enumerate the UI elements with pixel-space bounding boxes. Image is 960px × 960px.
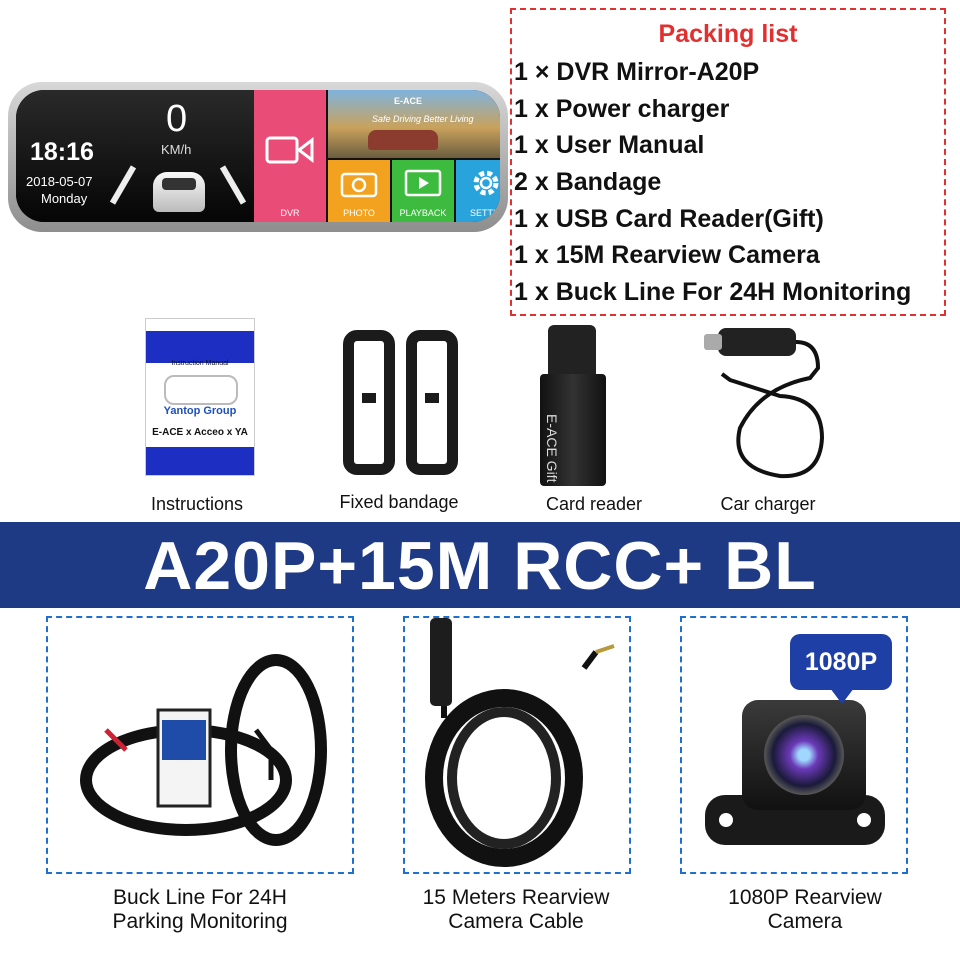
product-label-buck-line: Buck Line For 24H Parking Monitoring [60,886,340,934]
product-label-line: Buck Line For 24H [113,886,287,909]
tile-playback-label: PLAYBACK [399,208,447,218]
packing-list-items: 1 × DVR Mirror-A20P 1 x Power charger 1 … [514,54,911,311]
screen-date: 2018-05-07 [26,174,93,189]
camera-record-icon [265,136,314,164]
manual-band-top [146,331,254,363]
dashcam-scene: E-ACE Safe Driving Better Living [328,90,500,158]
screen-clock: 18:16 [30,138,94,166]
card-reader-cap [548,325,596,375]
packing-list-item: 1 x USB Card Reader(Gift) [514,204,824,233]
accessory-label: Fixed bandage [339,492,459,512]
mirror-screen: 18:16 2018-05-07 Monday 0 KM/h DVR E-ACE… [16,90,500,222]
mount-hole-right [857,813,871,827]
accessory-label: Car charger [720,494,816,514]
packing-list-item: 1 x 15M Rearview Camera [514,241,820,270]
card-reader-print: E-ACE Gift [544,414,560,483]
mount-hole-left [719,813,733,827]
road-view: 18:16 2018-05-07 Monday 0 KM/h [16,90,254,222]
product-label-line: 1080P Rearview [728,886,882,909]
scene-tagline: Safe Driving Better Living [372,114,474,124]
manual-logos: E-ACE x Acceo x YA [152,427,248,438]
tile-settings-label: SETTIN [469,208,500,218]
screen-weekday: Monday [41,191,88,206]
lane-marker-right [219,165,247,205]
product-label-line: Camera [767,910,843,933]
packing-list: Packing list 1 × DVR Mirror-A20P 1 x Pow… [510,8,946,316]
tile-photo-label: PHOTO [343,208,375,218]
accessory-label: Instructions [150,494,244,514]
product-label-cable: 15 Meters Rearview Camera Cable [396,886,636,934]
accessory-label: Card reader [545,494,643,514]
tile-dvr: DVR [254,90,326,222]
gear-icon [473,170,499,196]
packing-list-title: Packing list [658,20,798,48]
camera-lens [764,715,844,795]
tile-photo: PHOTO [328,160,390,222]
playback-icon [404,169,442,197]
camera-icon [340,172,378,198]
bandage-strap-left [343,330,395,475]
packing-list-item: 2 x Bandage [514,168,662,197]
buck-line-image [80,654,327,846]
manual-mirror-sketch [164,375,238,405]
banner-title: A20P+15M RCC+ BL [143,528,817,604]
screen-speed: 0 [166,98,188,140]
product-label-line: Camera Cable [448,910,584,933]
product-label-line: Parking Monitoring [112,910,288,933]
packing-list-item: 1 x User Manual [514,131,705,160]
tile-settings: SETTIN [456,160,500,222]
scene-car [368,130,438,150]
product-frame-camera [680,616,908,874]
product-banner: A20P+15M RCC+ BL [0,522,960,608]
manual-band-bottom [146,447,254,475]
packing-list-item: 1 x Power charger [514,94,730,123]
instruction-manual-image: Instruction Manual Yantop Group E-ACE x … [145,318,255,476]
packing-list-item: 1 × DVR Mirror-A20P [514,58,760,86]
screen-speed-unit: KM/h [161,142,192,157]
tile-playback: PLAYBACK [392,160,454,222]
tile-dvr-label: DVR [280,208,300,218]
mirror-dvr-image: 18:16 2018-05-07 Monday 0 KM/h DVR E-ACE… [8,82,508,232]
rearview-camera-image [742,700,866,810]
resolution-badge: 1080P [790,634,892,704]
manual-group: Yantop Group [163,405,237,417]
product-label-camera: 1080P Rearview Camera [680,886,930,934]
product-frame-cable [403,616,631,874]
product-label-line: 15 Meters Rearview [422,886,610,909]
packing-list-item: 1 x Buck Line For 24H Monitoring [514,278,912,307]
rearview-cable-image [425,618,615,867]
card-reader-image: E-ACE Gift [540,374,606,486]
bandage-strap-right [406,330,458,475]
lane-marker-left [109,165,137,205]
car-charger-image [704,328,825,479]
product-frame-buck-line [46,616,354,874]
manual-title: Instruction Manual [171,360,229,367]
car-icon [153,172,205,212]
scene-brand: E-ACE [394,96,423,106]
